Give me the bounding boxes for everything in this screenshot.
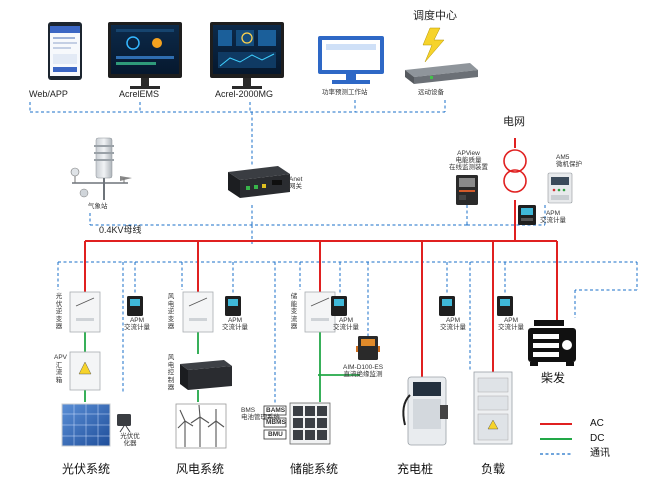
protection-relay-icon <box>547 172 573 204</box>
wind-inverter-icon <box>182 291 214 333</box>
bms-label: BMS 电池管理系统 <box>241 407 280 422</box>
dispatch-center-label: 调度中心 <box>413 10 457 22</box>
dc-meter-icon <box>356 336 380 360</box>
pv-inverter-label: 光伏逆变器 <box>55 293 63 330</box>
apm-meter-icon <box>497 296 513 316</box>
apview-device-icon <box>456 175 478 205</box>
apm-meter-icon <box>331 296 347 316</box>
diesel-generator-icon <box>528 320 576 366</box>
phone-icon <box>48 22 82 80</box>
comm-lines <box>29 100 638 405</box>
wind-controller-label: 风电控制器 <box>167 354 175 391</box>
apview-label: APView 电能质量 在线监测装置 <box>449 150 488 172</box>
wind-apm-label: APM 交流计量 <box>222 317 248 332</box>
legend-dc-label: DC <box>590 433 605 444</box>
load-cabinet-icon <box>473 371 513 445</box>
wind-turbine-icon <box>175 403 227 449</box>
am5-label: AM5 微机保护 <box>556 154 582 169</box>
charging-apm-label: APM 交流计量 <box>440 317 466 332</box>
bus-label: 0.4KV母线 <box>99 225 142 235</box>
load-title: 负载 <box>481 462 506 476</box>
storage-inverter-icon <box>304 291 336 333</box>
diesel-title: 柴发 <box>541 371 566 385</box>
pv-optimizer-label: 光伏优化器 <box>120 433 140 448</box>
pv-inverter-icon <box>69 291 101 333</box>
pv-optimizer-icon <box>117 414 131 433</box>
legend-ac-label: AC <box>590 418 604 429</box>
wind-system-title: 风电系统 <box>176 462 225 476</box>
web-app-label: Web/APP <box>29 89 68 99</box>
pv-panel-icon <box>61 403 111 447</box>
telecontrol-label: 远动设备 <box>418 89 444 96</box>
monitor-icon <box>108 22 182 89</box>
apm-meter-icon <box>439 296 455 316</box>
pv-apm-label: APM 交流计量 <box>124 317 150 332</box>
battery-rack-icon <box>289 402 331 445</box>
apm-meter-icon <box>225 296 241 316</box>
charging-pile-icon <box>402 376 448 446</box>
bms-module-icons <box>263 405 287 440</box>
acrel-2000mg-label: Acrel-2000MG <box>215 89 274 99</box>
gateway-icon <box>228 166 290 198</box>
pv-combiner-label: APV汇流箱 <box>54 354 68 384</box>
monitor-icon <box>210 22 284 89</box>
ac-lines <box>84 138 558 377</box>
apm-meter-icon <box>518 205 536 225</box>
bmu-label: BMU <box>268 431 283 438</box>
grid-label: 电网 <box>503 116 525 128</box>
charging-title: 充电桩 <box>397 462 434 476</box>
apm-meter-icon <box>127 296 143 316</box>
storage-apm-label: APM 交流计量 <box>333 317 359 332</box>
weather-station-label: 气象站 <box>88 203 108 210</box>
wind-controller-icon <box>180 360 232 390</box>
legend-comm-label: 通讯 <box>590 448 610 459</box>
legend <box>540 423 572 455</box>
gateway-label: Anet 网关 <box>289 176 303 191</box>
telecontrol-device-icon <box>405 63 478 84</box>
dc-lines <box>84 332 360 402</box>
weather-station-icon <box>70 137 132 200</box>
workstation-icon <box>318 36 384 84</box>
transformer-icon <box>503 149 527 193</box>
acrel-ems-label: AcrelEMS <box>119 89 160 99</box>
wind-inverter-label: 风电逆变器 <box>167 293 175 330</box>
bams-label: BAMS <box>266 407 286 414</box>
load-apm-label: APM 交流计量 <box>498 317 524 332</box>
storage-inverter-label: 储能变流器 <box>290 293 298 330</box>
mbms-label: MBMS <box>266 419 286 426</box>
apm-grid-label: APM 交流计量 <box>540 210 566 225</box>
lightning-icon <box>422 27 445 63</box>
combiner-box-icon <box>69 351 101 391</box>
dc-meter-label: AIM-D100-ES 直流绝缘监测 <box>343 364 384 379</box>
forecast-station-label: 功率预测工作站 <box>322 89 368 96</box>
pv-system-title: 光伏系统 <box>62 462 111 476</box>
storage-system-title: 储能系统 <box>290 462 339 476</box>
